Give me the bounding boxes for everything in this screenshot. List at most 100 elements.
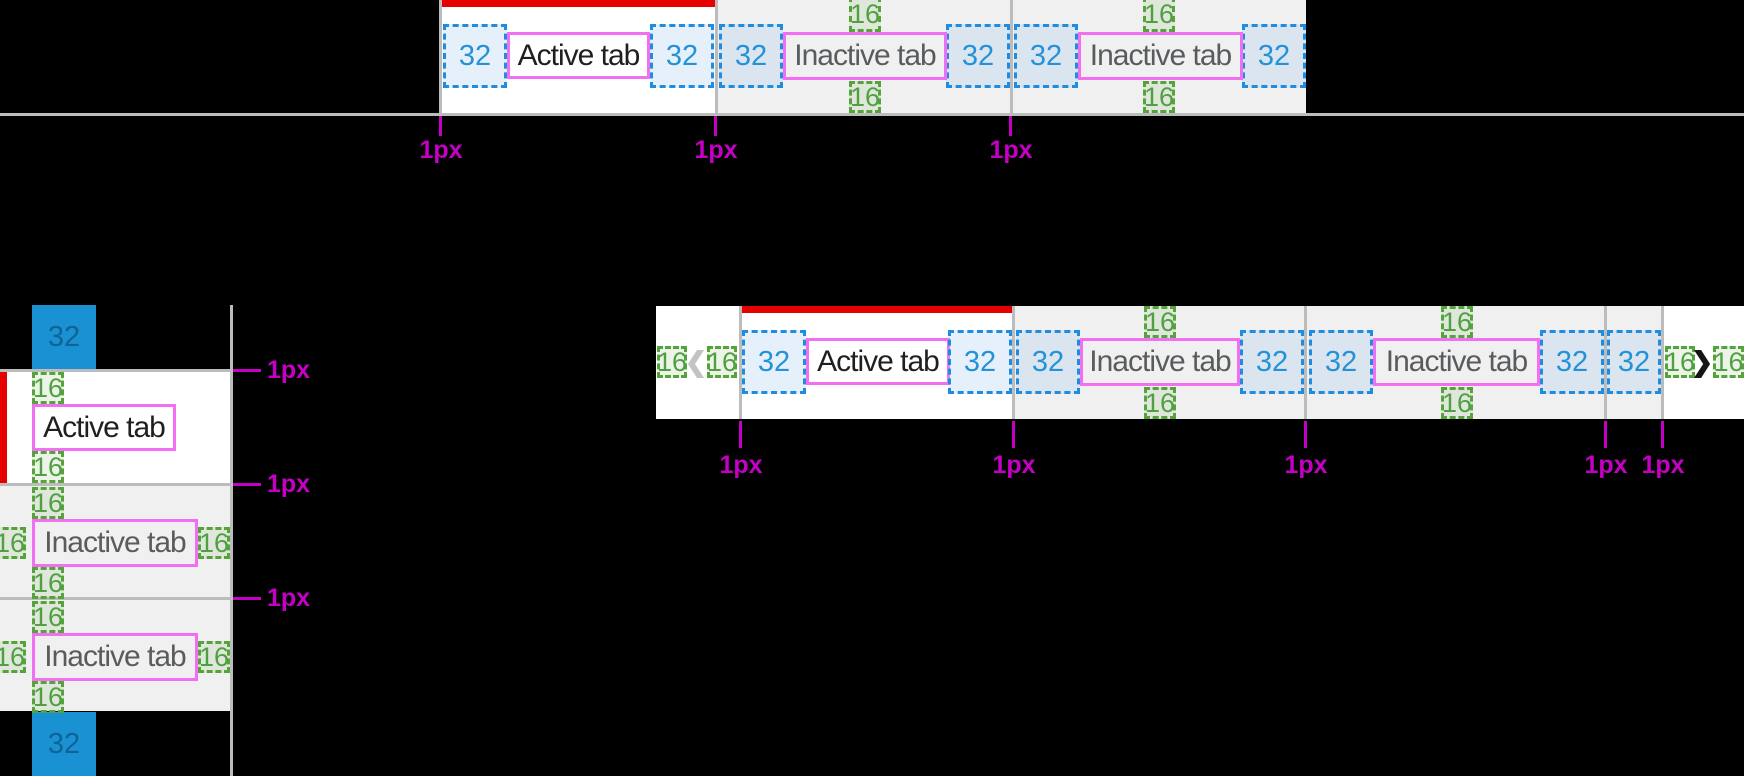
tab-label-outline: Inactive tab: [32, 519, 198, 567]
scroll-tab-truncated[interactable]: [1607, 306, 1661, 419]
tab-label: Inactive tab: [1089, 345, 1231, 378]
spacing-16-box: 16: [1144, 306, 1176, 338]
spacing-16-box: 16: [1441, 306, 1473, 338]
pixel-tick: [1009, 116, 1012, 136]
pixel-label: 1px: [1641, 451, 1685, 479]
spacing-16-value: 16: [32, 567, 64, 598]
spacing-16-value: 16: [1441, 306, 1473, 337]
tab-label-outline: Inactive tab: [1078, 32, 1243, 80]
vertical-tab-active[interactable]: [0, 372, 230, 483]
spacing-32-box: 32: [1309, 330, 1373, 394]
spacing-16-value: 16: [32, 372, 64, 403]
spacing-16-box: 16: [1144, 387, 1176, 419]
spacing-16-box: 16: [849, 81, 881, 113]
chevron-left-icon[interactable]: ❮: [684, 346, 708, 377]
spacing-16-value: 16: [656, 346, 688, 377]
top-tab-inactive-1[interactable]: [718, 0, 1010, 113]
tab-label: Active tab: [43, 410, 166, 444]
tab-label-outline: Inactive tab: [1373, 338, 1540, 386]
top-bar-divider-1: [715, 0, 718, 113]
spacing-16-value: 16: [1144, 387, 1176, 418]
scroll-tab-active[interactable]: [742, 306, 1012, 419]
tab-label: Inactive tab: [44, 640, 186, 673]
spacing-32-box: 32: [650, 24, 714, 88]
spacing-16-value: 16: [32, 681, 64, 712]
spacing-32-value: 32: [1255, 345, 1289, 378]
spacing-16-value: 16: [0, 527, 26, 558]
spacing-16-box: 16: [32, 487, 64, 519]
spacing-16-box: 16: [32, 451, 64, 483]
vertical-divider-1: [0, 483, 233, 486]
chevron-right-icon[interactable]: ❯: [1690, 346, 1714, 377]
spacing-32-value: 32: [1324, 345, 1358, 378]
spacing-16-value: 16: [32, 601, 64, 632]
spacing-16-value: 16: [0, 641, 26, 672]
tab-label: Inactive tab: [1089, 39, 1232, 72]
spacing-32-value: 32: [961, 39, 995, 72]
pixel-tick: [1661, 421, 1664, 448]
spacing-32-value: 32: [47, 727, 81, 760]
tab-label: Active tab: [817, 344, 940, 378]
spacing-16-box: 16: [32, 567, 64, 599]
tab-label-outline: Inactive tab: [783, 32, 947, 80]
spacing-16-value: 16: [1144, 306, 1176, 337]
pixel-label: 1px: [419, 136, 463, 164]
scroll-right-button[interactable]: [1664, 306, 1744, 419]
scroll-tab-inactive-1[interactable]: [1015, 306, 1304, 419]
spacing-16-box: 16: [32, 681, 64, 713]
vertical-tab-inactive-2[interactable]: [0, 600, 230, 711]
tab-label: Inactive tab: [794, 39, 936, 72]
spacing-16-box: 16: [32, 601, 64, 633]
top-tab-active[interactable]: [442, 0, 715, 113]
vertical-tabs-right-border: [230, 305, 233, 776]
spacing-16-box: 16: [198, 641, 230, 673]
pixel-label: 1px: [1284, 451, 1328, 479]
spacing-16-value: 16: [706, 346, 738, 377]
pixel-label: 1px: [267, 356, 311, 384]
spacing-32-box: 32: [948, 330, 1012, 394]
spacing-16-box: 16: [0, 641, 26, 673]
pixel-tick: [233, 483, 261, 486]
spacing-16-value: 16: [32, 487, 64, 518]
scroll-bar-divider-3: [1304, 306, 1307, 419]
spacing-32-value: 32: [1257, 39, 1291, 72]
spacing-32-box: 32: [742, 330, 806, 394]
spacing-32-box: 32: [1016, 330, 1080, 394]
spacing-32-value: 32: [47, 320, 81, 353]
pixel-label: 1px: [267, 470, 311, 498]
pixel-label: 1px: [719, 451, 763, 479]
spacing-32-box: 32: [443, 24, 507, 88]
scroll-bar-divider-1: [739, 306, 742, 419]
tab-label-outline: Active tab: [806, 338, 950, 385]
vertical-tab-inactive-1[interactable]: [0, 486, 230, 597]
vertical-divider-top: [0, 369, 233, 372]
pixel-label: 1px: [267, 584, 311, 612]
top-tab-inactive-2[interactable]: [1013, 0, 1306, 113]
pixel-tick: [439, 116, 442, 136]
scroll-bar-divider-2: [1012, 306, 1015, 419]
scroll-active-indicator: [742, 306, 1012, 313]
pixel-label: 1px: [989, 136, 1033, 164]
pixel-tick: [1012, 421, 1015, 448]
spacing-16-box: 16: [198, 527, 230, 559]
pixel-label: 1px: [694, 136, 738, 164]
pixel-label: 1px: [992, 451, 1036, 479]
spacing-32-value: 32: [734, 39, 768, 72]
spacing-16-value: 16: [849, 81, 881, 112]
spacing-32-value: 32: [458, 39, 492, 72]
spacing-32-value: 32: [1029, 39, 1063, 72]
pixel-tick: [1604, 421, 1607, 448]
spacing-32-value: 32: [1031, 345, 1065, 378]
spacing-16-value: 16: [198, 527, 230, 558]
scroll-tab-inactive-2[interactable]: [1307, 306, 1604, 419]
spacing-16-box: 16: [657, 346, 687, 378]
spacing-16-value: 16: [849, 0, 881, 29]
spacing-32-box: 32: [1014, 24, 1078, 88]
spacing-32-value: 32: [1617, 345, 1651, 378]
top-bar-divider-2: [1010, 0, 1013, 113]
spacing-16-value: 16: [1713, 346, 1744, 377]
pixel-tick: [1304, 421, 1307, 448]
scroll-left-button[interactable]: [656, 306, 739, 419]
spacing-16-box: 16: [1143, 0, 1175, 32]
